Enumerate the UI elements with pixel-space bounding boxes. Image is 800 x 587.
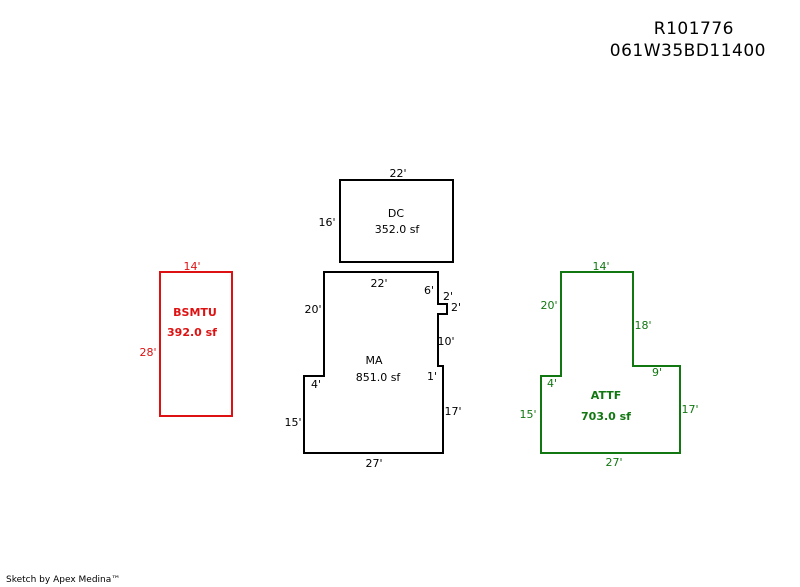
attf-dim-left-upper: 20'	[540, 299, 557, 312]
attf-dim-step-left: 4'	[547, 377, 557, 390]
sketch-credit: Sketch by Apex Medina™	[6, 575, 121, 585]
ma-dim-bottom: 27'	[365, 457, 382, 470]
area-dc	[339, 179, 454, 263]
ma-dim-step: 1'	[427, 370, 437, 383]
dc-dim-top: 22'	[389, 167, 406, 180]
area-attf-outline[interactable]	[540, 271, 681, 454]
ma-dim-right-upper: 10'	[437, 335, 454, 348]
attf-dim-right-lower: 17'	[681, 403, 698, 416]
parcel-id: R101776	[653, 19, 734, 39]
dc-dim-left: 16'	[318, 216, 335, 229]
ma-area: 851.0 sf	[356, 371, 402, 384]
area-attf	[540, 271, 681, 454]
ma-label: MA	[365, 354, 382, 367]
map-number: 061W35BD11400	[609, 41, 766, 61]
ma-dim-left-lower: 15'	[284, 416, 301, 429]
ma-dim-notch-side: 2'	[443, 290, 453, 303]
area-bsmtu	[159, 271, 233, 417]
area-dc-outline[interactable]	[339, 179, 454, 263]
attf-area: 703.0 sf	[581, 410, 631, 423]
dc-label: DC	[388, 207, 404, 220]
ma-dim-right-lower: 17'	[444, 405, 461, 418]
attf-dim-left-lower: 15'	[519, 408, 536, 421]
dc-area: 352.0 sf	[375, 223, 421, 236]
attf-dim-right-upper: 18'	[634, 319, 651, 332]
ma-dim-notch-top: 6'	[424, 284, 434, 297]
area-bsmtu-outline[interactable]	[159, 271, 233, 417]
bsmtu-dim-left: 28'	[139, 346, 156, 359]
ma-dim-left-upper: 20'	[304, 303, 321, 316]
ma-dim-step-left: 4'	[311, 378, 321, 391]
attf-label: ATTF	[591, 389, 621, 402]
area-ma	[303, 271, 448, 454]
bsmtu-dim-top: 14'	[183, 260, 200, 273]
attf-dim-top: 14'	[592, 260, 609, 273]
attf-dim-step-right: 9'	[652, 366, 662, 379]
area-ma-outline[interactable]	[303, 271, 448, 454]
attf-dim-bottom: 27'	[605, 456, 622, 469]
ma-dim-top: 22'	[370, 277, 387, 290]
bsmtu-area: 392.0 sf	[167, 326, 217, 339]
ma-dim-notch-right: 2'	[451, 301, 461, 314]
bsmtu-label: BSMTU	[173, 306, 217, 319]
